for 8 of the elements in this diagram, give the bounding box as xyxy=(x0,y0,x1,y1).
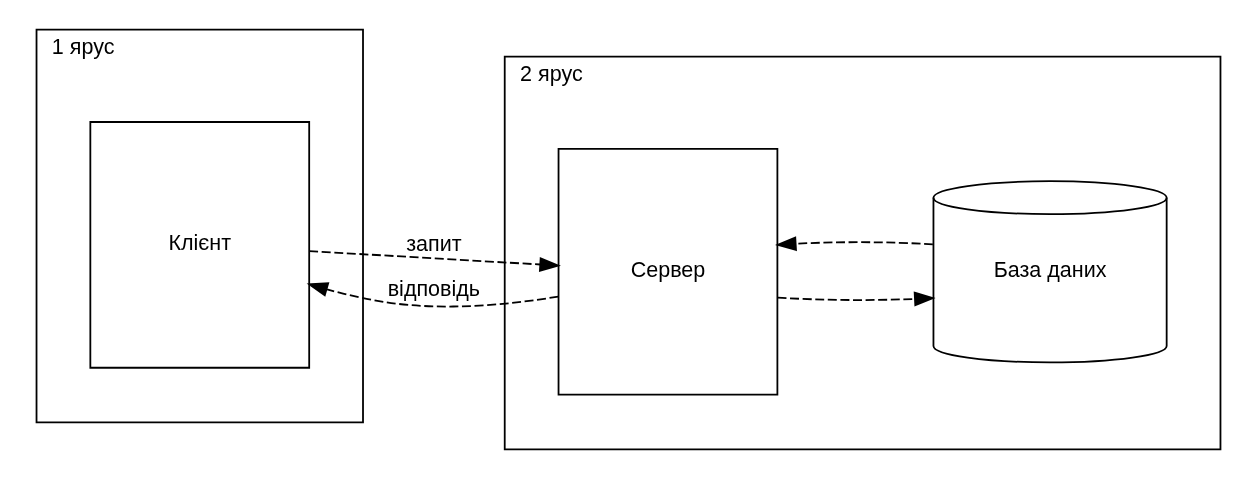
arrow xyxy=(306,282,559,308)
arrow xyxy=(776,291,936,307)
arrow xyxy=(774,236,934,252)
edge-label: відповідь xyxy=(387,277,480,302)
node-box: Сервер xyxy=(557,148,778,396)
edge-label: запит xyxy=(405,232,462,257)
arrow xyxy=(307,250,561,272)
node-box: Клієнт xyxy=(88,121,310,369)
